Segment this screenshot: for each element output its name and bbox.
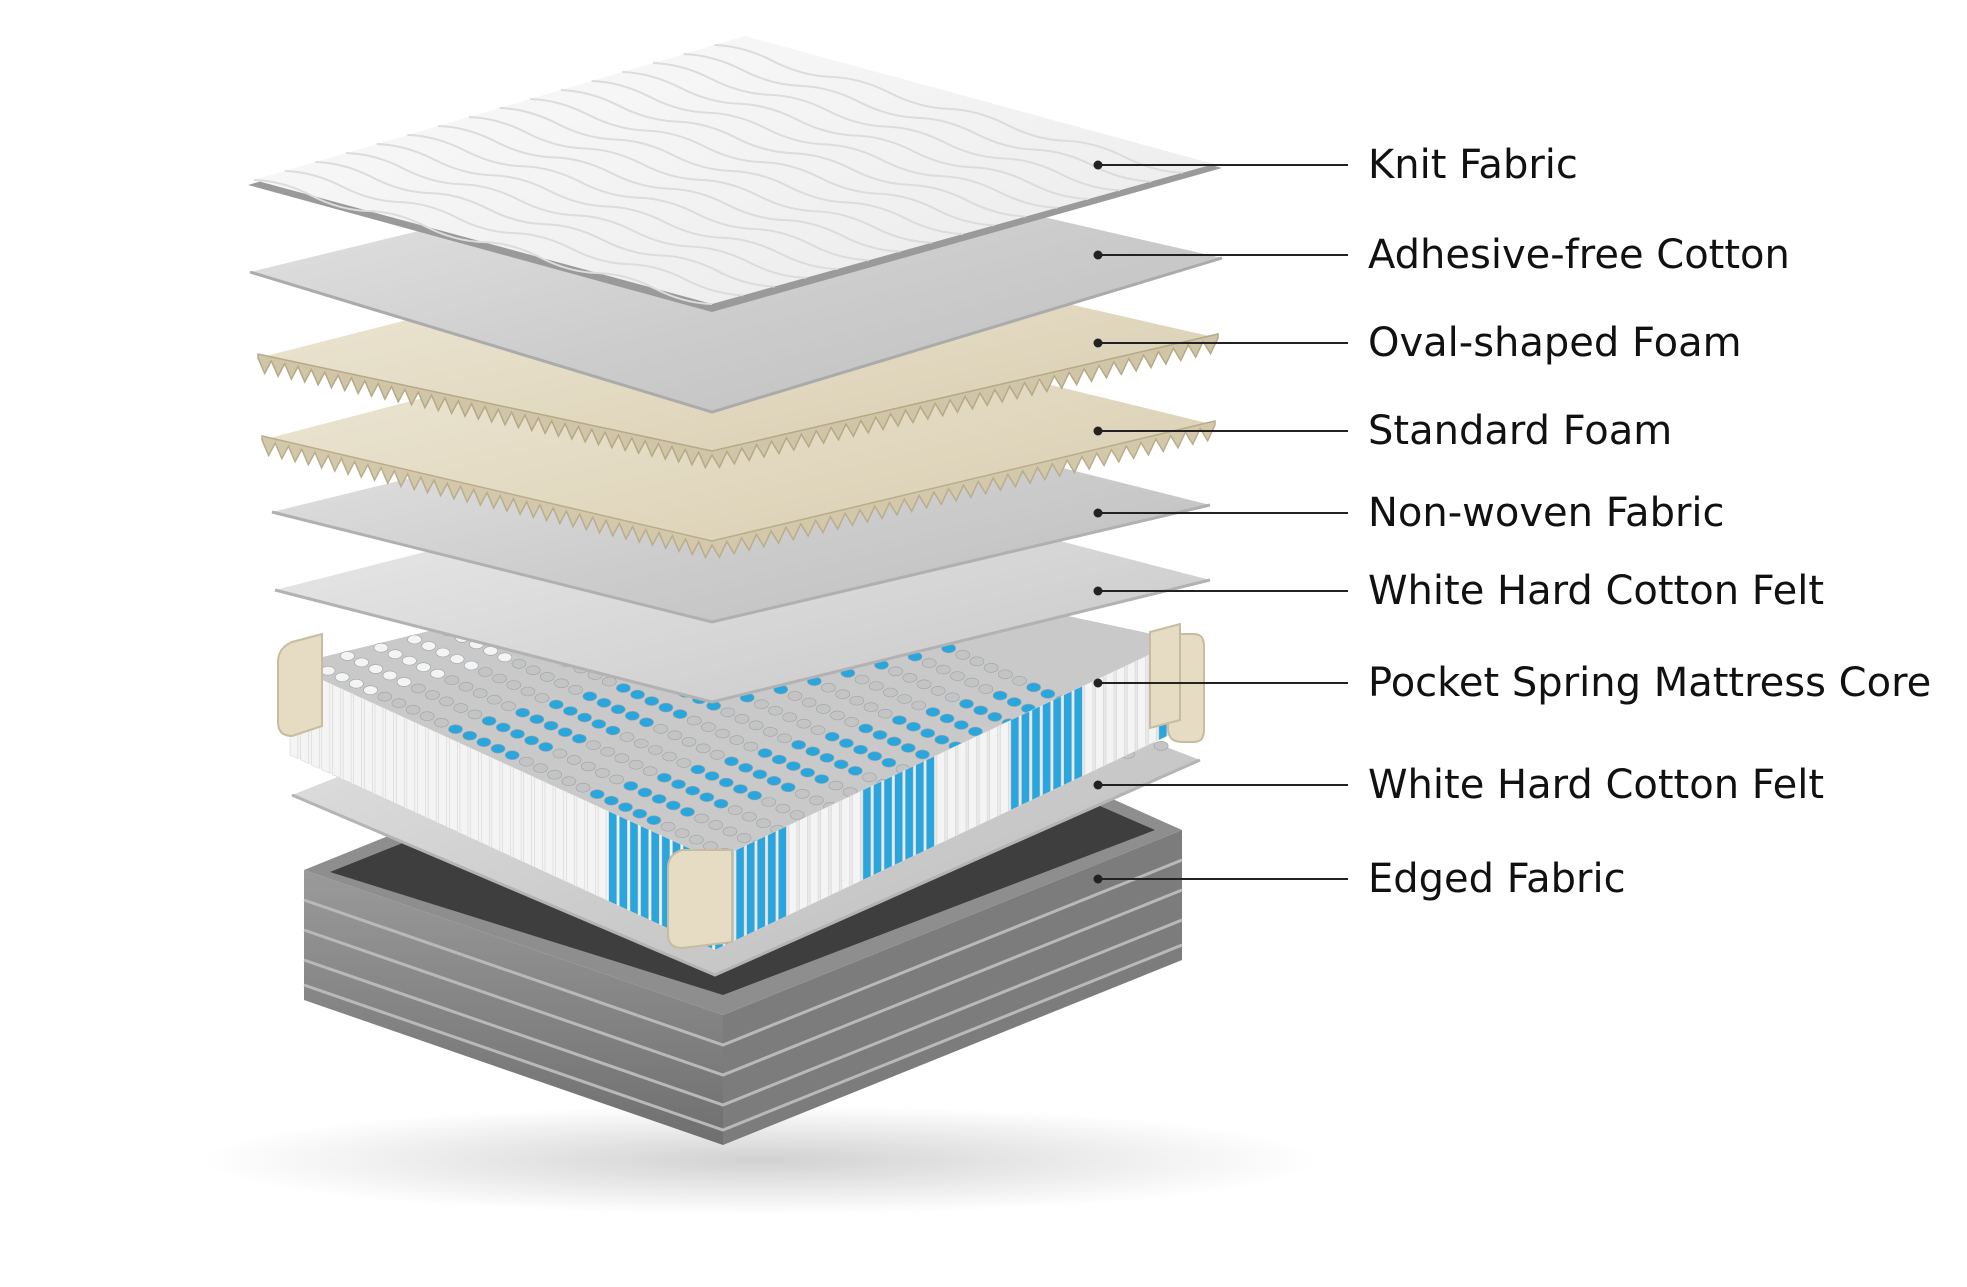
label-non-woven-fabric: Non-woven Fabric (1368, 490, 1725, 536)
floor-shadow (200, 1105, 1320, 1215)
layer-knit-fabric (248, 36, 1222, 312)
leader-lines (1093, 160, 1348, 884)
label-adhesive-free-cotton: Adhesive-free Cotton (1368, 232, 1790, 278)
label-knit-fabric: Knit Fabric (1368, 142, 1578, 188)
label-edged-fabric: Edged Fabric (1368, 856, 1626, 902)
label-pocket-spring-mattress-core: Pocket Spring Mattress Core (1368, 660, 1932, 706)
label-oval-shaped-foam: Oval-shaped Foam (1368, 320, 1742, 366)
label-white-hard-cotton-felt-upper: White Hard Cotton Felt (1368, 568, 1824, 614)
label-standard-foam: Standard Foam (1368, 408, 1673, 454)
label-white-hard-cotton-felt-lower: White Hard Cotton Felt (1368, 762, 1824, 808)
